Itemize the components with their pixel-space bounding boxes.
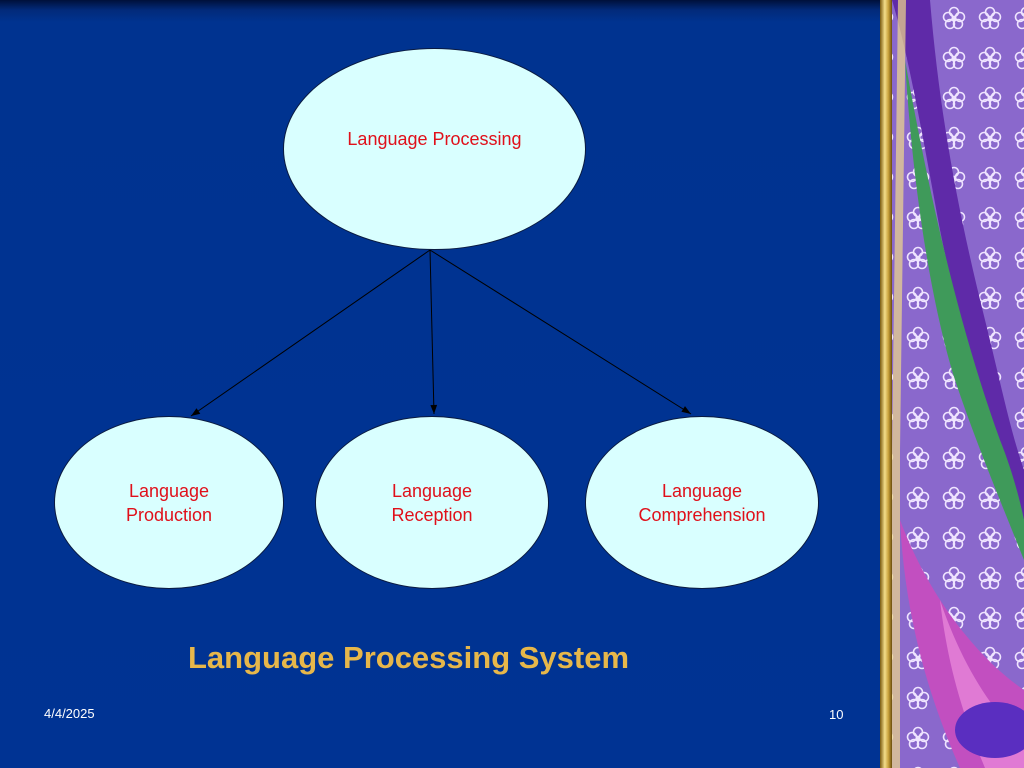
arrowhead-comprehension <box>681 406 691 414</box>
node-language-reception: Language Reception <box>315 416 549 589</box>
slide-number: 10 <box>829 707 844 722</box>
ribbon-knot <box>955 702 1024 758</box>
connector-comprehension <box>429 249 692 415</box>
node-language-comprehension: Language Comprehension <box>585 416 819 589</box>
connector-reception <box>429 249 435 415</box>
ribbon-purple <box>892 0 1024 520</box>
ribbon-green <box>905 60 1024 560</box>
arrowhead-reception <box>430 404 438 414</box>
diagram-title: Language Processing System <box>188 640 630 675</box>
node-language-processing: Language Processing <box>283 48 586 250</box>
connector-production <box>190 249 431 417</box>
gold-divider-bar <box>880 0 892 768</box>
connectors <box>190 249 692 417</box>
arrowhead-production <box>191 408 201 416</box>
gold-trim <box>892 0 906 768</box>
arrowheads <box>191 404 691 416</box>
slide-date: 4/4/2025 <box>44 706 95 721</box>
node-language-production: Language Production <box>54 416 284 589</box>
